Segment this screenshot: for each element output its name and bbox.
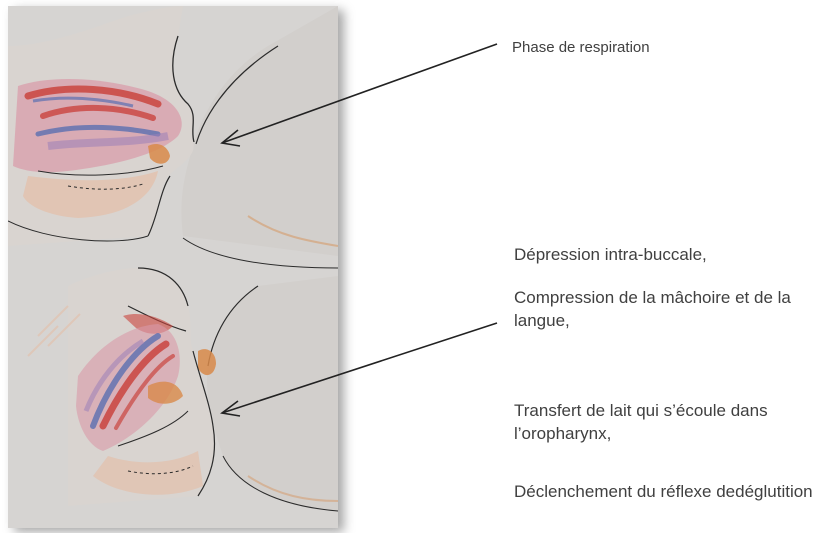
- arrow-bottom: [222, 323, 497, 416]
- label-declenchement: Déclenchement du réflexe dedéglutition: [514, 481, 814, 504]
- label-transfert: Transfert de lait qui s’écoule dans l’or…: [514, 400, 814, 446]
- label-depression: Dépression intra-buccale,: [514, 244, 707, 267]
- label-compression: Compression de la mâchoire et de la lang…: [514, 287, 814, 333]
- label-phase-respiration: Phase de respiration: [512, 38, 650, 58]
- arrow-top: [222, 44, 497, 146]
